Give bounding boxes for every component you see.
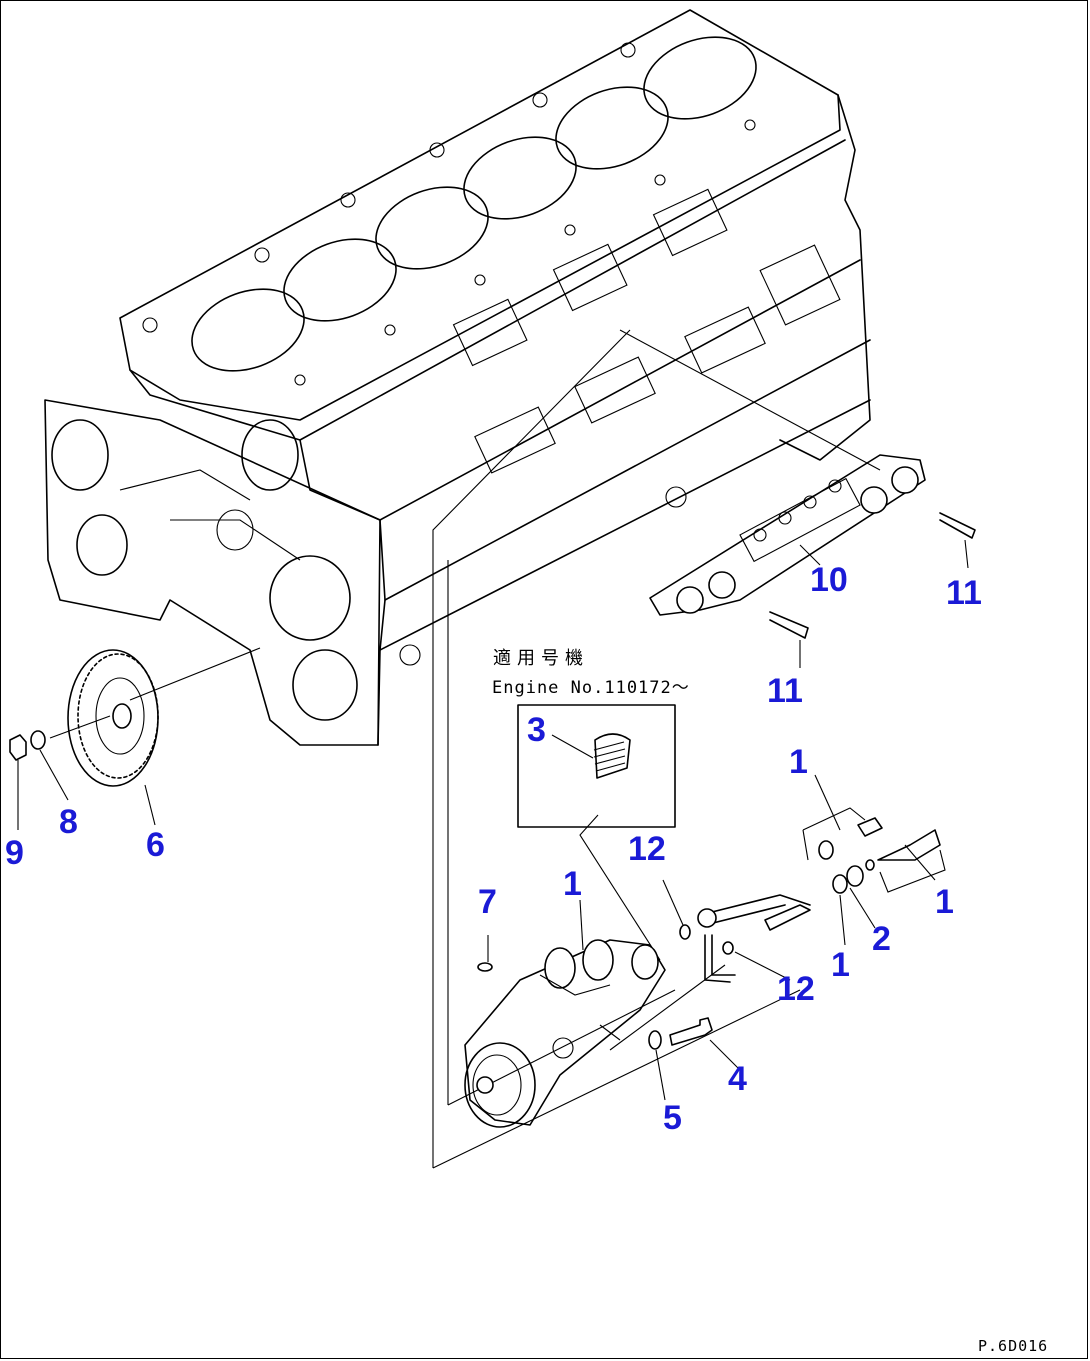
small-parts <box>477 774 946 1101</box>
applicable-title: 適用号機 <box>493 648 589 669</box>
inset-box <box>517 704 676 961</box>
injection-pump <box>464 894 811 1128</box>
callout-2: 2 <box>872 920 891 958</box>
callout-11-right: 11 <box>946 574 982 612</box>
callout-7: 7 <box>478 883 497 921</box>
fuel-rail <box>619 329 976 668</box>
callout-12-top: 12 <box>628 830 666 868</box>
cylinder-block <box>119 9 871 746</box>
callout-9: 9 <box>5 834 24 872</box>
callout-12-lower: 12 <box>777 970 815 1008</box>
callout-1-top: 1 <box>789 743 808 781</box>
page-code: P.6D016 <box>978 1337 1049 1355</box>
guide-frame <box>432 329 801 1169</box>
callout-10: 10 <box>810 561 848 599</box>
callout-1-right: 1 <box>935 883 954 921</box>
callout-4: 4 <box>728 1060 747 1098</box>
callout-1-lower: 1 <box>831 946 850 984</box>
callout-8: 8 <box>59 803 78 841</box>
callout-3: 3 <box>527 711 546 749</box>
drive-gear <box>49 647 261 787</box>
engine-number-note: Engine No.110172～ <box>492 678 690 698</box>
callout-5: 5 <box>663 1099 682 1137</box>
callout-6: 6 <box>146 826 165 864</box>
callout-11-left: 11 <box>767 672 803 710</box>
callout-1-pump: 1 <box>563 865 582 903</box>
washer-and-nut <box>9 730 156 830</box>
gear-housing <box>44 399 381 746</box>
